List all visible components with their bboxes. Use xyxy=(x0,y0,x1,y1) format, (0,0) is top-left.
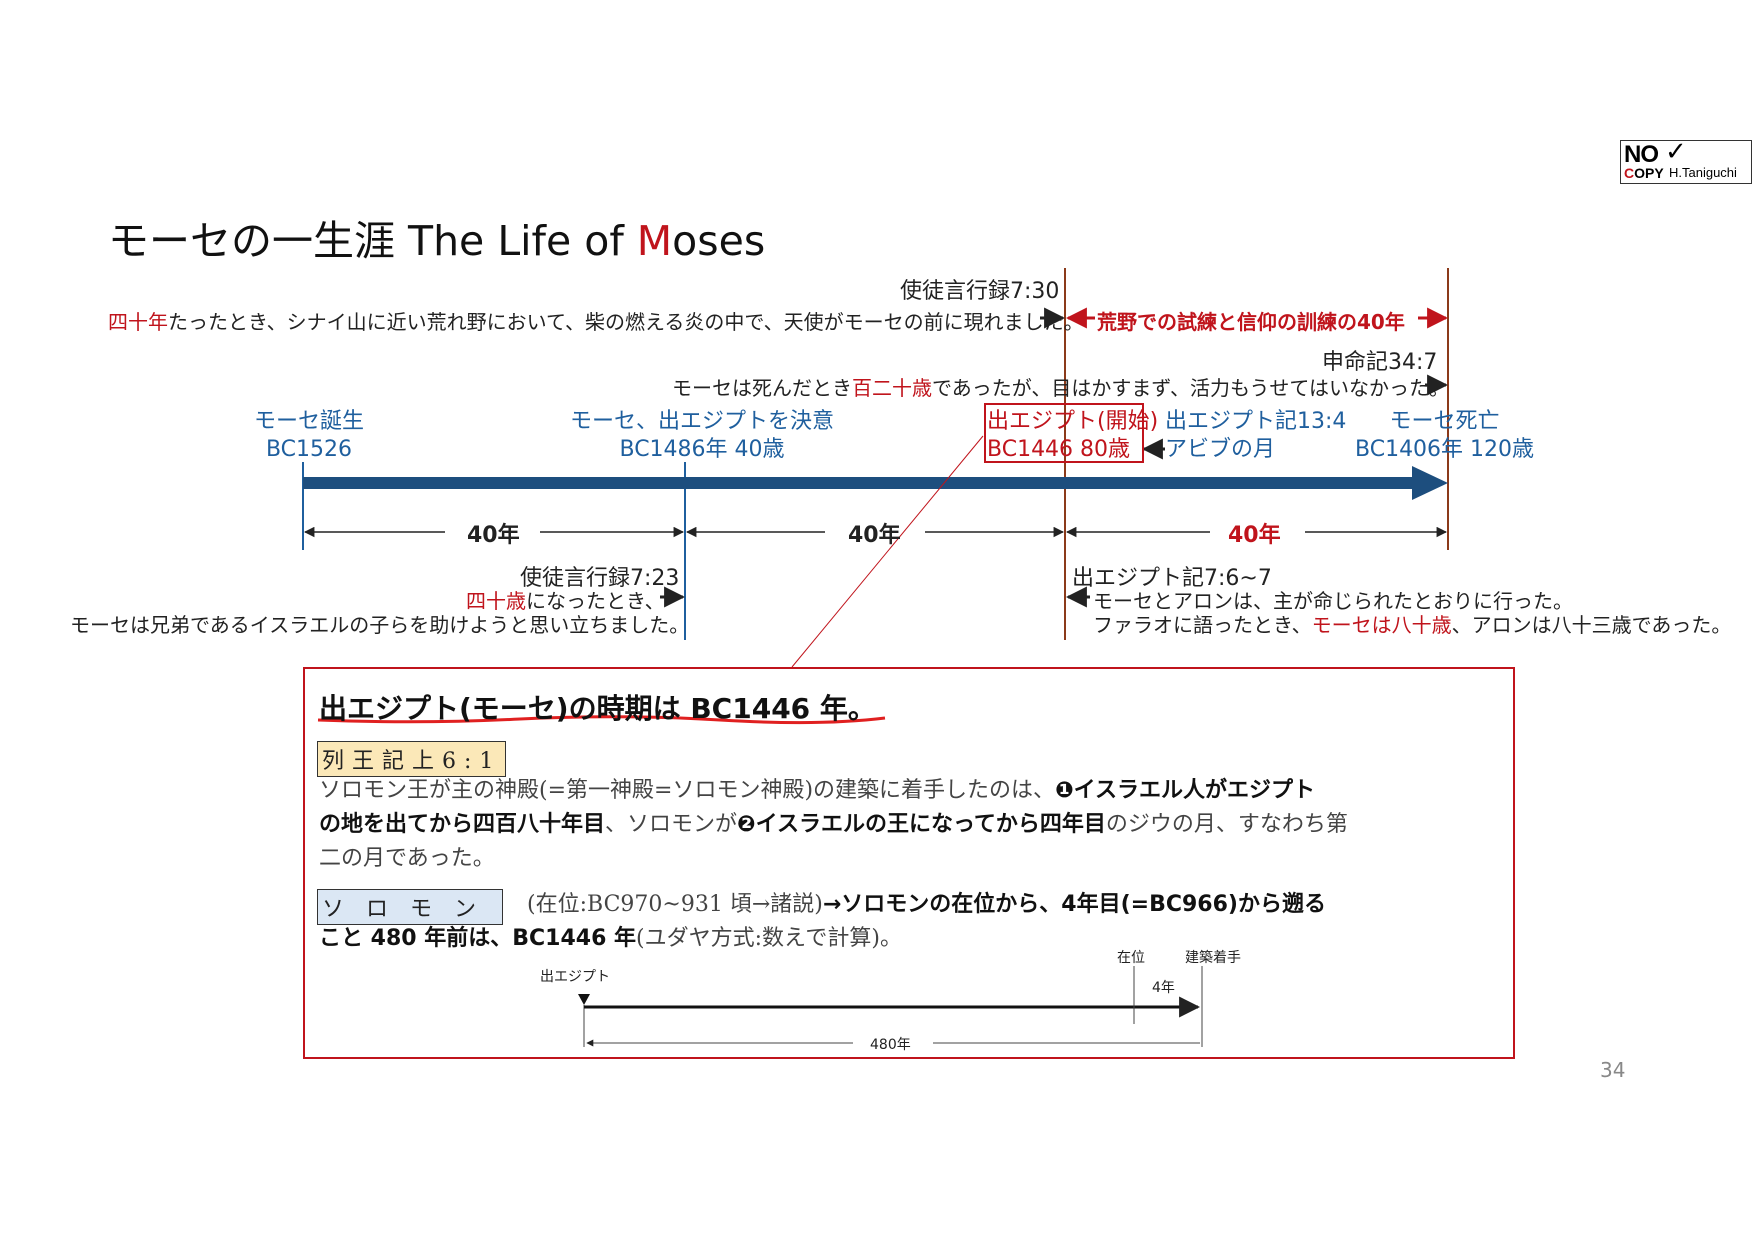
timeline-bar xyxy=(303,477,1415,489)
wilderness-label: 荒野での試練と信仰の訓練の40年 xyxy=(1097,310,1405,334)
acts-7-23-line2: モーセは兄弟であるイスラエルの子らを助けようと思い立ちました。 xyxy=(70,613,690,637)
top-ref-acts-7-30: 使徒言行録7:30 xyxy=(900,279,1060,304)
mini-timeline xyxy=(578,966,1203,1047)
logo-copy: COPY xyxy=(1624,165,1664,181)
kings-reference-tag: 列王記上6:1 xyxy=(317,741,507,777)
top-ref-deut-34-7: 申命記34:7 xyxy=(1322,350,1438,375)
logo-no: NO xyxy=(1624,141,1659,168)
mini-exodus-label: 出エジプト xyxy=(540,969,610,985)
no-copy-logo: NO ✓ COPY H.Taniguchi xyxy=(1620,137,1752,184)
solomon-tag: ソロモン xyxy=(317,889,504,925)
connector-line xyxy=(791,435,984,668)
span-label-1: 40年 xyxy=(467,523,520,548)
mini-build-label: 建築着手 xyxy=(1185,950,1241,966)
heading-underline xyxy=(317,715,886,725)
solomon-line-2: こと 480 年前は、BC1446 年(ユダヤ方式:数えで計算)。 xyxy=(319,926,902,951)
solomon-line-1: (在位:BC970~931 頃→諸説)→ソロモンの在位から、4年目(=BC966… xyxy=(527,892,1326,917)
page-title: モーセの一生涯 The Life of Moses xyxy=(108,217,766,265)
kings-line-3: 二の月であった。 xyxy=(319,846,495,871)
mini-four-years: 4年 xyxy=(1152,980,1175,996)
mini-reign-label: 在位 xyxy=(1117,950,1145,966)
acts-7-23-ref: 使徒言行録7:23 xyxy=(520,566,680,591)
exodus-7-ref: 出エジプト記7:6~7 xyxy=(1072,566,1272,591)
kings-line-2: の地を出てから四百八十年目、ソロモンが❷イスラエルの王になってから四年目のジウの… xyxy=(319,812,1348,837)
span-label-2: 40年 xyxy=(848,523,901,548)
page-number: 34 xyxy=(1600,1058,1626,1082)
top-quote: 四十年たったとき、シナイ山に近い荒れ野において、柴の燃える炎の中で、天使がモーセ… xyxy=(108,310,1084,334)
death-quote: モーセは死んだとき百二十歳であったが、目はかすまず、活力もうせてはいなかった。 xyxy=(672,376,1449,400)
exodus-date-box: 出エジプト(モーセ)の時期は BC1446 年。 列王記上6:1 ソロモン王が主… xyxy=(303,667,1515,1059)
box-heading: 出エジプト(モーセ)の時期は BC1446 年。 xyxy=(319,692,876,725)
exodus-pointer-icon xyxy=(578,994,590,1005)
kings-line-1: ソロモン王が主の神殿(=第一神殿=ソロモン神殿)の建築に着手したのは、❶イスラエ… xyxy=(319,778,1316,803)
check-icon: ✓ xyxy=(1665,137,1687,167)
exodus-7-line1: モーセとアロンは、主が命じられたとおりに行った。 xyxy=(1093,589,1573,613)
timeline-arrowhead xyxy=(1412,466,1448,500)
mini-480-years: 480年 xyxy=(870,1037,911,1053)
exodus-highlight-box xyxy=(984,403,1144,463)
event-exodus: 出エジプト(開始)BC1446 80歳 xyxy=(987,409,1159,462)
logo-author: H.Taniguchi xyxy=(1669,165,1737,180)
exodus-7-line2: ファラオに語ったとき、モーセは八十歳、アロンは八十三歳であった。 xyxy=(1093,613,1732,637)
acts-7-23-line1: 四十歳になったとき、 xyxy=(466,589,665,613)
span-label-3: 40年 xyxy=(1228,523,1281,548)
